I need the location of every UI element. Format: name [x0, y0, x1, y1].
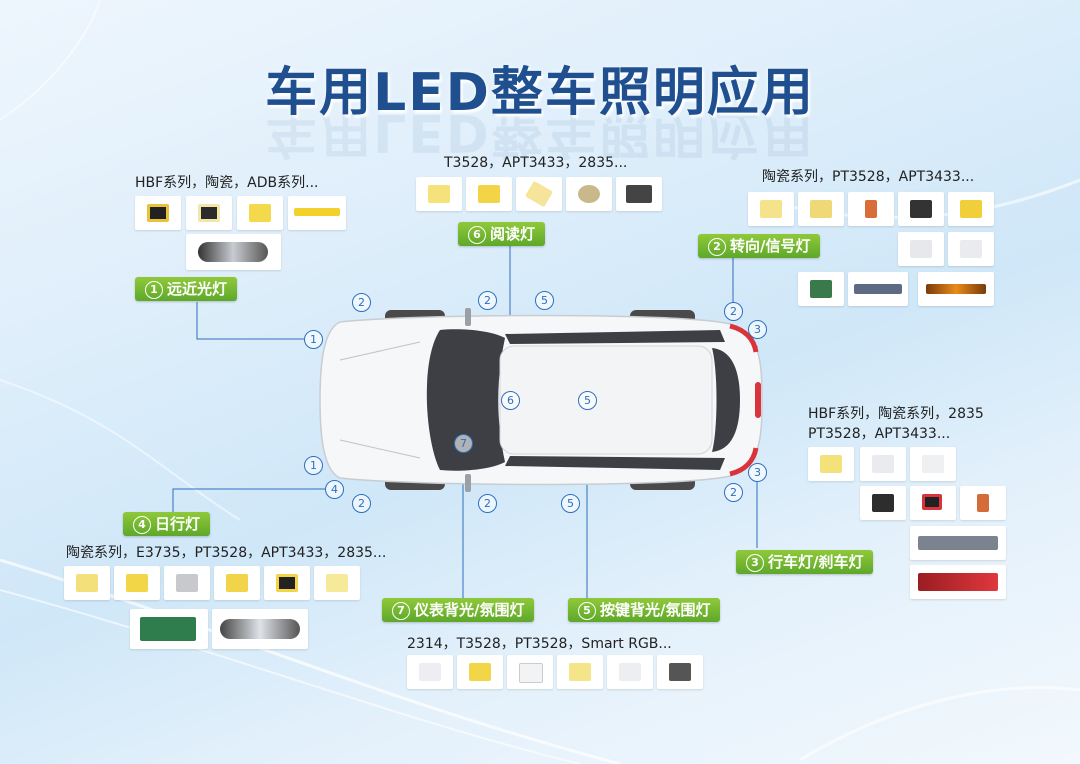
- led-chip: [898, 192, 944, 226]
- marker-1: 1: [304, 456, 323, 475]
- led-chip: [948, 192, 994, 226]
- led-chip: [214, 566, 260, 600]
- headlight-series: HBF系列，陶瓷，ADB系列...: [135, 175, 319, 191]
- led-chip: [507, 655, 553, 689]
- led-chip: [948, 232, 994, 266]
- led-chip: [960, 486, 1006, 520]
- led-chip: [557, 655, 603, 689]
- led-chip: [516, 177, 562, 211]
- led-chip: [607, 655, 653, 689]
- marker-2: 2: [478, 494, 497, 513]
- marker-3: 3: [748, 320, 767, 339]
- led-chip: [457, 655, 503, 689]
- button-series: 2314，T3528，PT3528，Smart RGB...: [407, 636, 672, 652]
- marker-6: 6: [501, 391, 520, 410]
- tail-lamp-assembly: [910, 565, 1006, 599]
- led-chip: [748, 192, 794, 226]
- led-chip: [164, 566, 210, 600]
- marker-2: 2: [724, 483, 743, 502]
- led-chip: [416, 177, 462, 211]
- led-chip: [860, 486, 906, 520]
- marker-2: 2: [724, 302, 743, 321]
- drl-series: 陶瓷系列，E3735，PT3528，APT3433，2835...: [66, 545, 387, 561]
- led-chip: [186, 196, 232, 230]
- led-chip: [407, 655, 453, 689]
- pcb-module: [130, 609, 208, 649]
- led-chip: [657, 655, 703, 689]
- led-chip: [798, 192, 844, 226]
- led-chip: [910, 447, 956, 481]
- tail-series-1: HBF系列，陶瓷系列，2835: [808, 406, 984, 422]
- pcb-board: [798, 272, 844, 306]
- headlamp-assembly: [186, 234, 281, 270]
- reading-series: T3528，APT3433，2835...: [444, 155, 628, 171]
- marker-1: 1: [304, 330, 323, 349]
- marker-5: 5: [561, 494, 580, 513]
- led-strip-board: [848, 272, 908, 306]
- led-chip: [910, 486, 956, 520]
- page-title: 车用LED整车照明应用: [265, 63, 815, 123]
- marker-5: 5: [578, 391, 597, 410]
- led-module: [910, 526, 1006, 560]
- led-chip: [466, 177, 512, 211]
- marker-2: 2: [352, 293, 371, 312]
- marker-5: 5: [535, 291, 554, 310]
- drl-headlamp: [212, 609, 308, 649]
- led-chip: [616, 177, 662, 211]
- led-chip: [314, 566, 360, 600]
- tail-series-2: PT3528，APT3433...: [808, 426, 951, 442]
- marker-4: 4: [325, 480, 344, 499]
- amber-strip: [918, 272, 994, 306]
- led-chip: [898, 232, 944, 266]
- led-chip: [135, 196, 181, 230]
- marker-2: 2: [352, 494, 371, 513]
- marker-7: 7: [454, 434, 473, 453]
- led-chip: [64, 566, 110, 600]
- led-chip: [237, 196, 283, 230]
- marker-3: 3: [748, 463, 767, 482]
- led-chip: [114, 566, 160, 600]
- led-chip: [566, 177, 612, 211]
- led-chip: [848, 192, 894, 226]
- marker-2: 2: [478, 291, 497, 310]
- led-strip: [288, 196, 346, 230]
- car-top-view: [319, 308, 763, 492]
- led-chip: [860, 447, 906, 481]
- led-chip: [808, 447, 854, 481]
- turn-series: 陶瓷系列，PT3528，APT3433...: [762, 169, 975, 185]
- led-chip: [264, 566, 310, 600]
